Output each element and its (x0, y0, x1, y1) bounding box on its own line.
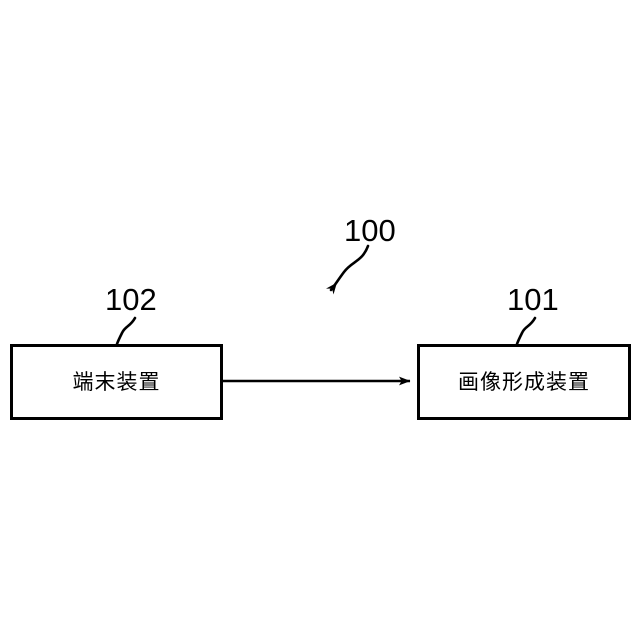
reference-numeral-100: 100 (344, 213, 396, 248)
leader-line-100 (326, 244, 370, 295)
block-terminal-device: 端末装置 (10, 344, 223, 420)
leader-line-101 (515, 316, 537, 346)
reference-numeral-101: 101 (507, 282, 559, 317)
block-label-terminal-device: 端末装置 (72, 369, 161, 394)
reference-numeral-102: 102 (105, 282, 157, 317)
leader-line-102 (115, 316, 137, 346)
block-image-forming-apparatus: 画像形成装置 (417, 344, 631, 420)
block-label-image-forming-apparatus: 画像形成装置 (458, 369, 590, 394)
